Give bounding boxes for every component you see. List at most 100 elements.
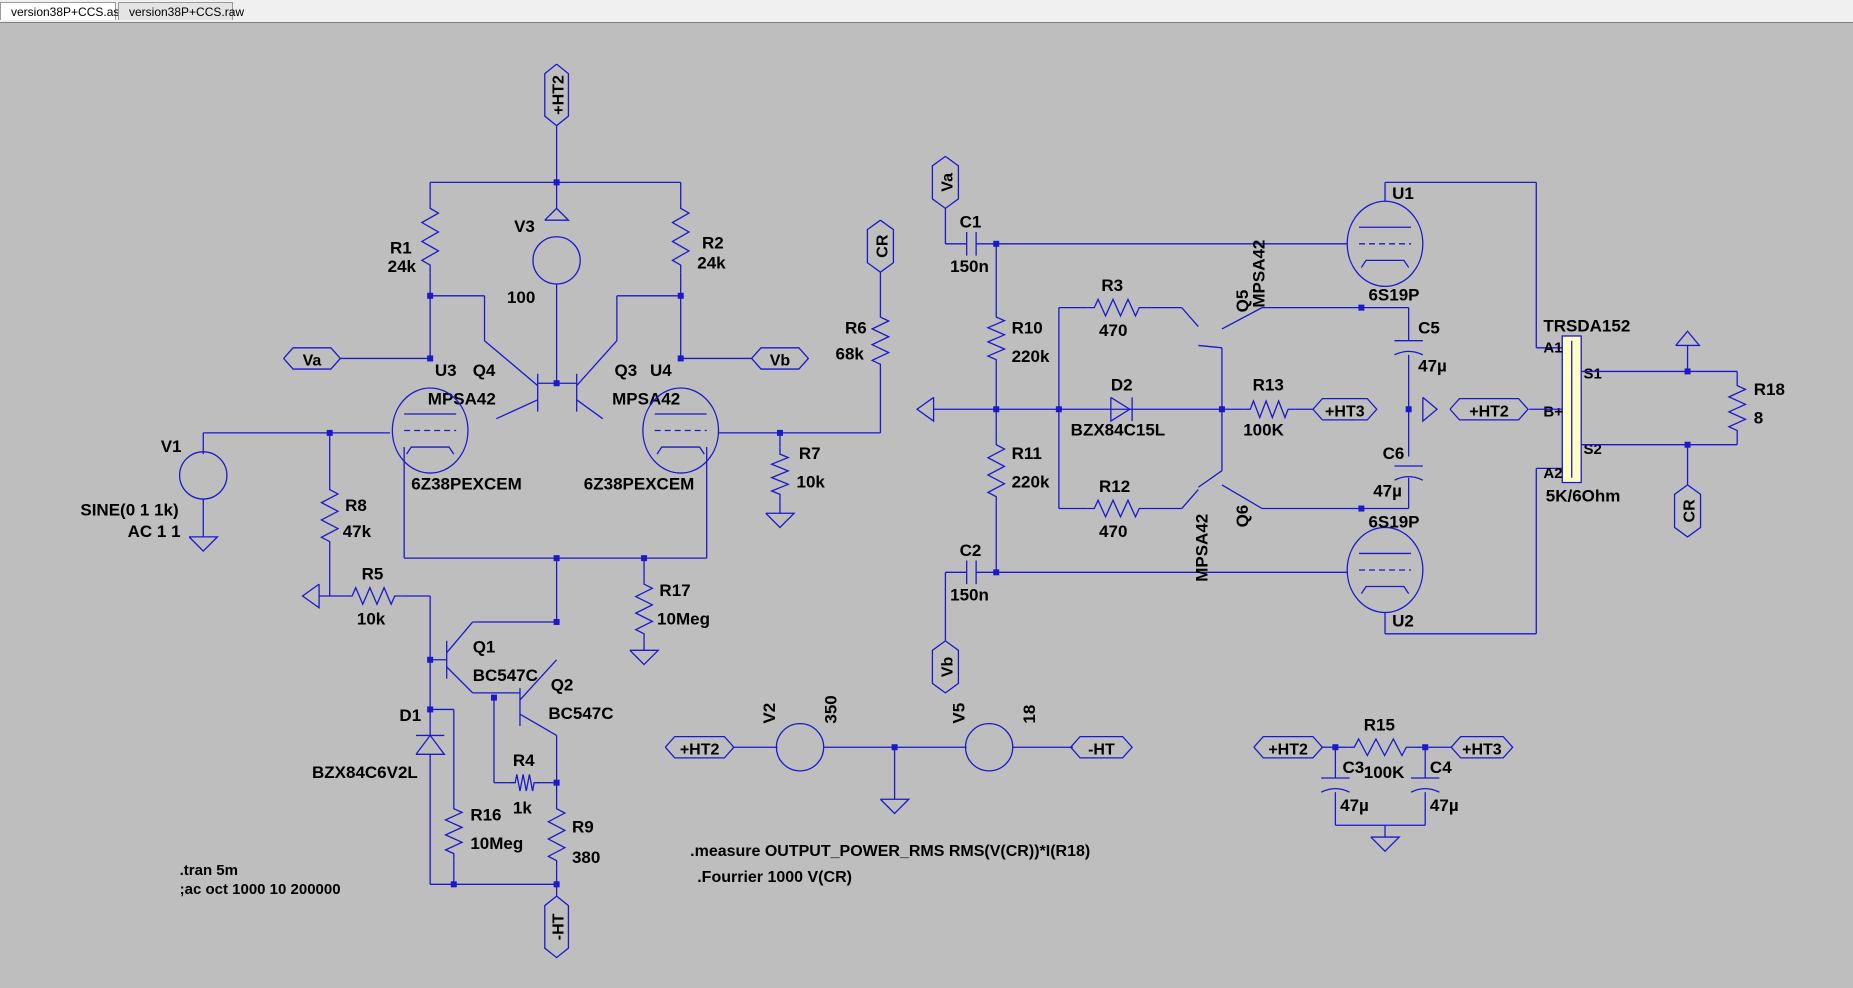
component-value: 10k: [797, 472, 826, 491]
port-icon[interactable]: [301, 583, 320, 610]
component-value: 1k: [513, 798, 532, 817]
tube-cathode[interactable]: [1360, 585, 1410, 594]
component-value: 6S19P: [1368, 512, 1419, 531]
wire-segment[interactable]: [1198, 344, 1223, 349]
net-label-text: Va: [303, 353, 322, 370]
ground-icon[interactable]: [879, 798, 911, 815]
component-value: 5K/6Ohm: [1546, 486, 1621, 505]
ground-icon[interactable]: [188, 536, 220, 552]
ground-icon[interactable]: [1370, 836, 1401, 853]
component-value: MPSA42: [1193, 514, 1212, 582]
tube-cathode[interactable]: [405, 446, 455, 455]
junction-dot[interactable]: [1405, 406, 1412, 413]
transistor-collector[interactable]: [576, 340, 618, 387]
resistor-R15[interactable]: [1347, 737, 1414, 757]
net-label-text: +HT2: [1268, 741, 1308, 758]
net-label-text: +HT2: [551, 75, 568, 115]
resistor-R13[interactable]: [1243, 399, 1296, 420]
resistor-R12[interactable]: [1087, 498, 1147, 519]
zener-D1[interactable]: [415, 734, 446, 755]
junction-dot[interactable]: [993, 569, 1000, 576]
junction-dot[interactable]: [553, 779, 560, 786]
component-value: 380: [572, 848, 600, 867]
component-ref: Q6: [1233, 505, 1252, 528]
wire-segment[interactable]: [1181, 489, 1199, 509]
port-icon[interactable]: [544, 207, 570, 221]
resistor-R5[interactable]: [345, 586, 402, 606]
ground-icon[interactable]: [629, 649, 660, 666]
resistor-R10[interactable]: [986, 309, 1007, 367]
component-ref: R10: [1012, 319, 1043, 338]
wire-segment[interactable]: [1197, 470, 1223, 488]
resistor-R17[interactable]: [634, 577, 654, 641]
transistor-collector[interactable]: [446, 621, 474, 654]
junction-dot[interactable]: [427, 355, 434, 362]
component-ref: R4: [513, 751, 535, 770]
pin-label-bplus: B+: [1543, 403, 1563, 420]
source-V2[interactable]: [775, 722, 825, 772]
tube-U3[interactable]: [391, 387, 469, 474]
tube-U4[interactable]: [642, 387, 720, 474]
component-ref: U4: [650, 361, 672, 380]
net-label-text: +HT2: [1469, 403, 1509, 420]
port-icon[interactable]: [1422, 396, 1439, 423]
resistor-R6[interactable]: [870, 309, 891, 372]
tab-schematic-file[interactable]: version38P+CCS.asc: [0, 2, 125, 20]
component-value: MPSA42: [428, 390, 496, 409]
component-ref: U3: [435, 361, 457, 380]
junction-dot[interactable]: [553, 380, 560, 387]
resistor-R9[interactable]: [546, 801, 567, 868]
junction-dot[interactable]: [450, 881, 457, 888]
wire-segment[interactable]: [1181, 307, 1199, 327]
resistor-R8[interactable]: [320, 482, 340, 549]
capacitor-C4[interactable]: [1410, 787, 1440, 793]
wire-segment[interactable]: [1221, 307, 1263, 330]
resistor-R2[interactable]: [671, 201, 691, 273]
tab-waveform-file[interactable]: version38P+CCS.raw: [118, 2, 244, 20]
port-icon[interactable]: [915, 396, 935, 423]
component-ref: C5: [1418, 319, 1440, 338]
component-value: 10Meg: [470, 834, 523, 853]
wire-segment[interactable]: [1221, 484, 1263, 510]
resistor-R7[interactable]: [769, 447, 790, 502]
junction-dot[interactable]: [677, 355, 684, 362]
zener-D2[interactable]: [1110, 396, 1131, 423]
component-value: 24k: [388, 257, 417, 276]
source-V5[interactable]: [964, 722, 1014, 772]
transistor-collector[interactable]: [484, 340, 539, 387]
tube-cathode[interactable]: [1360, 259, 1410, 268]
component-value: 350: [822, 695, 841, 723]
resistor-R3[interactable]: [1087, 297, 1147, 318]
transistor-collector[interactable]: [519, 659, 558, 701]
transistor-emitter[interactable]: [576, 399, 604, 420]
transistor-emitter[interactable]: [496, 399, 538, 420]
net-label-text: +HT3: [1462, 741, 1502, 758]
component-value: V5: [949, 703, 968, 724]
capacitor-C3[interactable]: [1320, 787, 1350, 793]
net-label-text: CR: [1682, 499, 1699, 523]
component-value: SINE(0 1 1k): [80, 501, 178, 520]
resistor-R4[interactable]: [508, 774, 542, 792]
capacitor-C6[interactable]: [1394, 475, 1424, 481]
ground-icon[interactable]: [765, 512, 796, 529]
source-V3[interactable]: [532, 236, 581, 285]
net-flag-ht3-filter: [1450, 735, 1514, 759]
resistor-R11[interactable]: [986, 437, 1006, 504]
component-value: 100: [507, 288, 535, 307]
component-ref: R18: [1754, 380, 1785, 399]
resistor-R18[interactable]: [1727, 378, 1748, 438]
capacitor-C5[interactable]: [1394, 350, 1424, 356]
port-icon[interactable]: [1675, 330, 1701, 347]
source-V1[interactable]: [178, 451, 228, 500]
component-ref: C1: [960, 212, 982, 231]
transistor-emitter[interactable]: [446, 666, 474, 694]
net-label-text: -HT: [1088, 741, 1115, 758]
component-ref: R15: [1364, 716, 1395, 735]
resistor-R1[interactable]: [420, 201, 440, 273]
resistor-R16[interactable]: [443, 801, 464, 861]
transistor-emitter[interactable]: [519, 713, 557, 736]
tube-cathode[interactable]: [656, 446, 705, 455]
net-label-text: Vb: [939, 656, 956, 677]
